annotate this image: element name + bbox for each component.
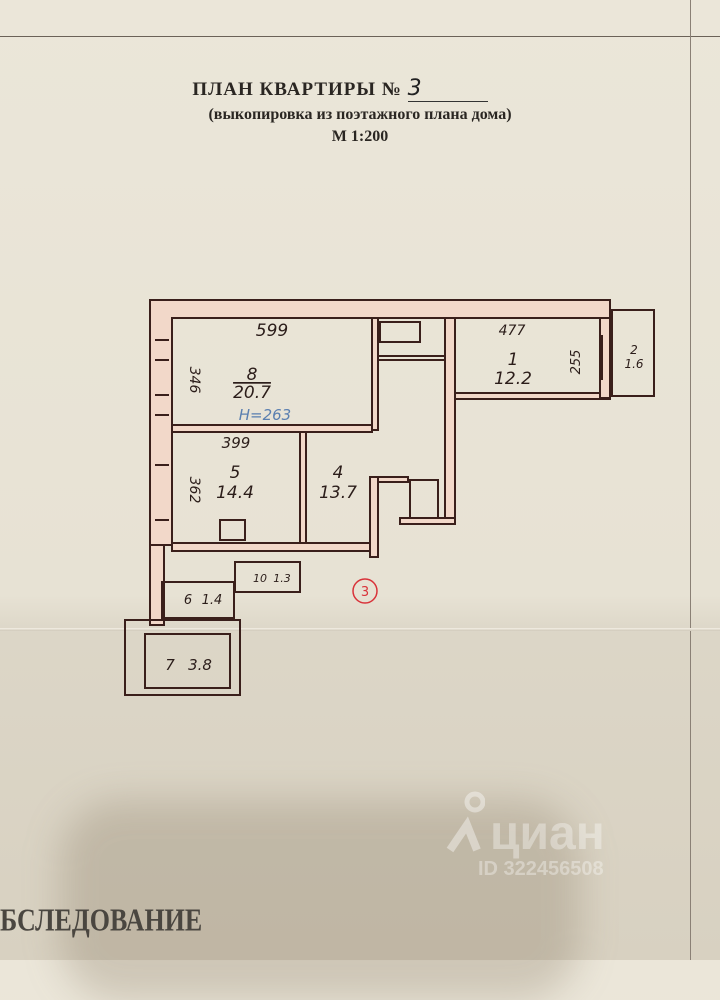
watermark-brand: циан — [490, 807, 605, 860]
room-10-number: 10 — [253, 572, 267, 585]
wall-corridor-left — [369, 476, 379, 558]
room-10-box — [234, 561, 301, 593]
room-7-inner — [144, 633, 231, 689]
dim-room5-depth: 362 — [186, 477, 202, 504]
floor-plan: 599 346 8 20.7 H=263 477 255 1 12.2 2 1.… — [124, 299, 655, 696]
balcony-2 — [611, 309, 655, 397]
room-8-number: 8 — [247, 365, 258, 385]
wall-room8-bottom — [171, 424, 373, 433]
paper-fold — [0, 628, 720, 631]
room-1-number: 1 — [508, 350, 519, 370]
stove — [219, 519, 246, 541]
room-10-area: 1.3 — [273, 572, 291, 585]
watermark-id: ID 322456508 — [478, 858, 604, 880]
wall-bottom — [171, 542, 373, 552]
room-5-number: 5 — [230, 463, 241, 483]
room-6-area: 1.4 — [202, 593, 223, 608]
frame-line — [0, 36, 720, 37]
wall-left-lower — [149, 544, 165, 626]
ceiling-height: H=263 — [239, 406, 291, 424]
room-4-number: 4 — [333, 463, 344, 483]
stamp-circle — [352, 578, 378, 604]
plan-subtitle: (выкопировка из поэтажного плана дома) — [208, 106, 512, 123]
wall-room1-right — [599, 317, 611, 399]
bath-wall — [377, 355, 446, 361]
room-6-number: 6 — [184, 593, 192, 608]
room-1-area: 12.2 — [494, 369, 532, 389]
room-6-box — [161, 581, 235, 619]
wall-corridor-right — [444, 317, 456, 524]
room-7-area: 3.8 — [188, 656, 212, 674]
footer-text: БСЛЕДОВАНИЕ — [0, 903, 203, 938]
location-pin-icon — [446, 791, 485, 853]
stamp-number: 3 — [361, 585, 369, 600]
dim-room1-width: 477 — [499, 323, 526, 339]
room-4-area: 13.7 — [319, 483, 357, 503]
room-2-area: 1.6 — [624, 357, 643, 371]
toilet — [409, 479, 439, 519]
dim-room8-depth: 346 — [186, 367, 202, 394]
plan-scale: М 1:200 — [331, 128, 389, 145]
wall-5-4 — [299, 431, 307, 548]
apartment-number: 3 — [407, 76, 488, 102]
windows — [155, 335, 603, 521]
dim-room1-depth: 255 — [569, 350, 584, 375]
wall-room1-bottom — [454, 392, 611, 400]
title-text: ПЛАН КВАРТИРЫ № — [192, 79, 402, 100]
room-2-number: 2 — [630, 343, 638, 357]
dim-room8-width: 599 — [256, 321, 288, 341]
frame-line-right — [690, 0, 691, 960]
wall-wc-top — [377, 476, 409, 483]
room-7-number: 7 — [165, 656, 175, 674]
wall-bath-left — [371, 317, 379, 431]
plan-title: ПЛАН КВАРТИРЫ № 3 — [0, 76, 700, 102]
room-8-area: 20.7 — [233, 383, 271, 403]
room-5-area: 14.4 — [216, 483, 254, 503]
room-7-box — [124, 619, 241, 696]
bathtub — [379, 321, 421, 343]
dim-room5-width: 399 — [222, 434, 251, 452]
